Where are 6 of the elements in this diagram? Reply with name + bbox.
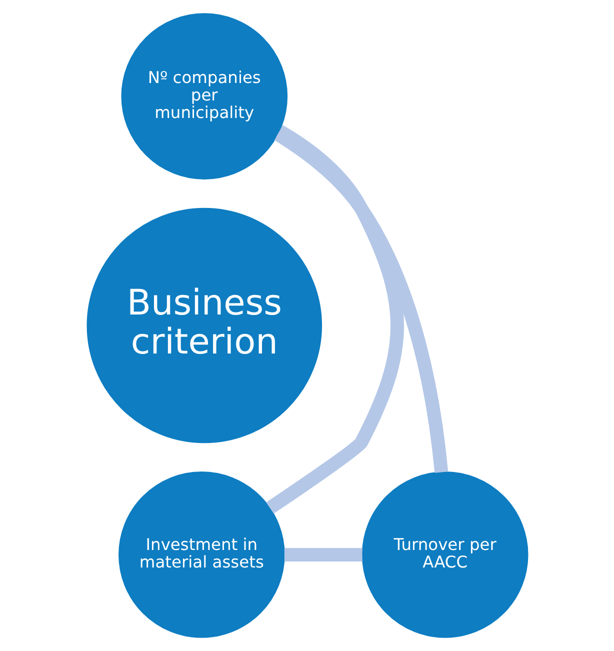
node-circle: Investment in material assets [118,472,284,638]
connector [284,548,362,562]
node-circle: Nº companies per municipality [120,13,288,180]
node-circle: Business criterion [86,208,322,444]
connector [266,125,404,514]
node-circle: Turnover per AACC [361,472,528,638]
